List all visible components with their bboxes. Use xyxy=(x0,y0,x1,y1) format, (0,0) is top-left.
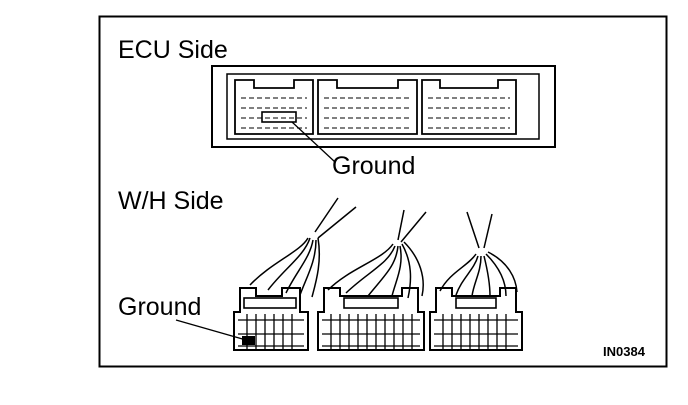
wh-connector-3 xyxy=(429,287,523,351)
ecu-connector-inner xyxy=(226,73,540,140)
ecu-connector-block-1 xyxy=(234,79,314,135)
figure-frame xyxy=(98,15,668,368)
ecu-connector xyxy=(211,65,556,148)
ecu-ground-leader xyxy=(291,121,336,163)
figure-code: IN0384 xyxy=(603,344,646,359)
ecu-side-label: ECU Side xyxy=(118,36,228,64)
ecu-connector-housing xyxy=(211,65,556,148)
ecu-connector-block-3 xyxy=(421,79,517,135)
wh-ground-label: Ground xyxy=(118,293,201,321)
ecu-connector-block-2 xyxy=(317,79,418,135)
wh-connector-2 xyxy=(317,287,425,351)
wh-side-label: W/H Side xyxy=(118,187,224,215)
wh-ground-leader xyxy=(175,319,247,341)
wh-ground-terminal xyxy=(242,336,255,345)
harness-wires xyxy=(249,197,518,299)
ecu-ground-terminal xyxy=(261,111,297,123)
wh-connector-1 xyxy=(233,287,309,351)
ecu-ground-label: Ground xyxy=(332,152,415,180)
